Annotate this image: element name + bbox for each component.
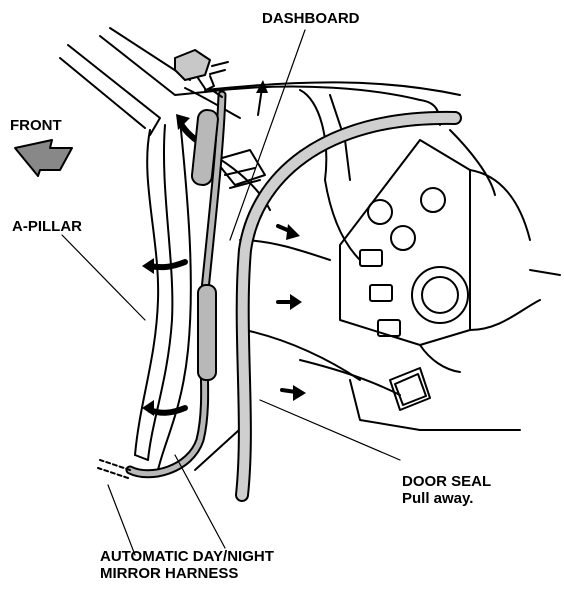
door-seal (204, 81, 462, 502)
vent-panel (389, 367, 431, 411)
seal-pull-arrows (276, 224, 298, 394)
harness-title-line2: MIRROR HARNESS (100, 565, 239, 582)
front-label: FRONT (10, 117, 62, 134)
pillar-arrowheads (142, 114, 190, 416)
door-seal-label: DOOR SEAL Pull away. (402, 473, 491, 507)
mirror-harness (97, 90, 227, 479)
seal-arrowheads (286, 224, 306, 401)
dashboard-label: DASHBOARD (262, 10, 360, 27)
instrument-cluster (339, 129, 561, 373)
dashboard-arrowhead (256, 80, 268, 93)
harness-label: AUTOMATIC DAY/NIGHT MIRROR HARNESS (100, 548, 274, 582)
door-seal-title: DOOR SEAL (402, 473, 492, 490)
windshield-frame (59, 27, 241, 136)
a-pillar-panel (134, 119, 192, 471)
harness-connector (174, 49, 229, 98)
door-seal-instruction: Pull away. (402, 490, 474, 507)
harness-title-line1: AUTOMATIC DAY/NIGHT (100, 548, 274, 565)
a-pillar-label: A-PILLAR (12, 218, 82, 235)
leader-lines (61, 29, 401, 556)
front-arrow-icon (14, 139, 73, 177)
